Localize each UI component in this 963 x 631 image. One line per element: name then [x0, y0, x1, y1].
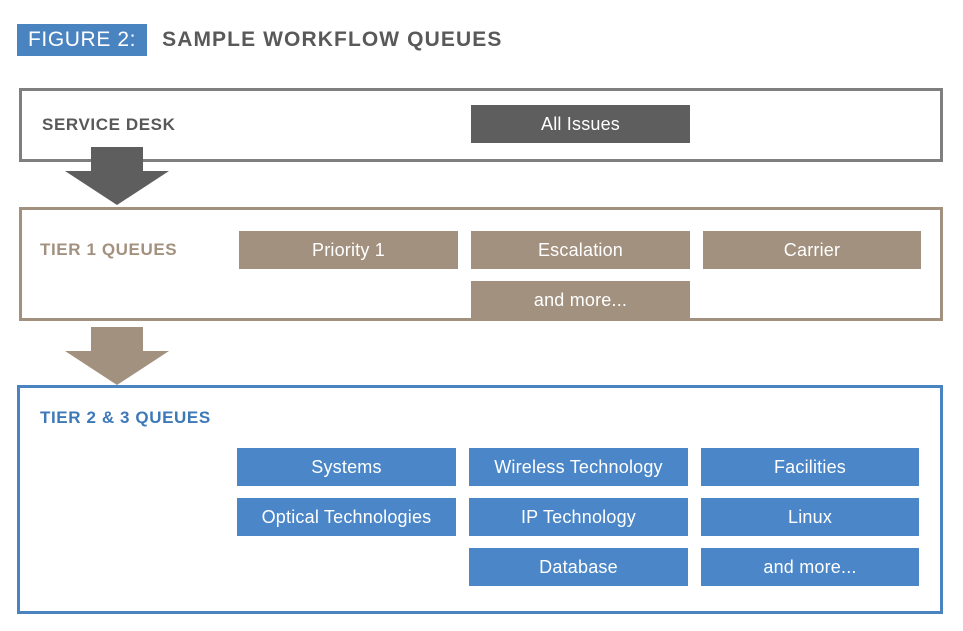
queue-chip-escalation[interactable]: Escalation — [471, 231, 690, 269]
panel-tier1-queues: TIER 1 QUEUES Priority 1 Escalation Carr… — [19, 207, 943, 321]
queue-chip-priority-1[interactable]: Priority 1 — [239, 231, 458, 269]
queue-chip-database[interactable]: Database — [469, 548, 688, 586]
panel-label-tier23: TIER 2 & 3 QUEUES — [40, 408, 211, 427]
figure-number-badge: FIGURE 2: — [17, 24, 148, 56]
page-title: SAMPLE WORKFLOW QUEUES — [162, 28, 503, 51]
queue-chip-carrier[interactable]: Carrier — [703, 231, 921, 269]
queue-chip-wireless-technology[interactable]: Wireless Technology — [469, 448, 688, 486]
queue-chip-tier23-and-more[interactable]: and more... — [701, 548, 919, 586]
panel-label-tier1: TIER 1 QUEUES — [40, 240, 178, 259]
queue-chip-ip-technology[interactable]: IP Technology — [469, 498, 688, 536]
down-arrow-icon-tier1-to-tier23 — [65, 327, 169, 385]
figure-title: FIGURE 2: SAMPLE WORKFLOW QUEUES — [17, 22, 502, 58]
queue-chip-facilities[interactable]: Facilities — [701, 448, 919, 486]
queue-chip-systems[interactable]: Systems — [237, 448, 456, 486]
queue-chip-all-issues[interactable]: All Issues — [471, 105, 690, 143]
panel-tier2-and-3-queues: TIER 2 & 3 QUEUES Systems Wireless Techn… — [17, 385, 943, 614]
panel-label-service-desk: SERVICE DESK — [42, 115, 176, 134]
panel-service-desk: SERVICE DESK All Issues — [19, 88, 943, 162]
queue-chip-tier1-and-more[interactable]: and more... — [471, 281, 690, 319]
down-arrow-icon-service-desk-to-tier1 — [65, 147, 169, 205]
queue-chip-linux[interactable]: Linux — [701, 498, 919, 536]
queue-chip-optical-technologies[interactable]: Optical Technologies — [237, 498, 456, 536]
